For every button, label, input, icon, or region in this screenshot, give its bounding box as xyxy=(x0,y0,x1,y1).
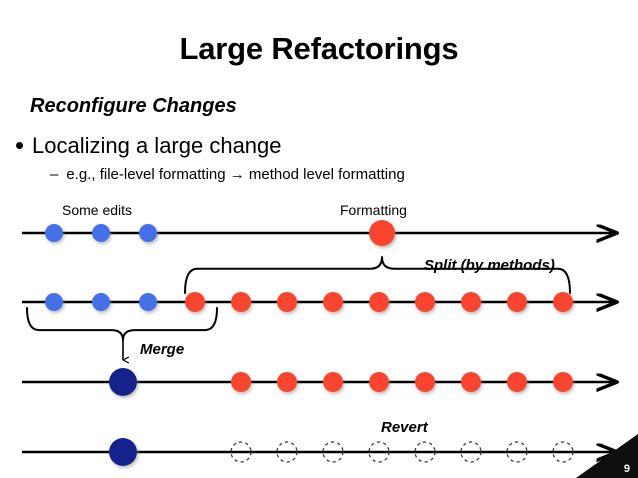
change-node-merged xyxy=(109,438,137,466)
change-node-formatting xyxy=(369,220,395,246)
change-node-edit xyxy=(45,224,63,242)
change-node-method-format xyxy=(415,292,435,312)
change-node-method-format xyxy=(277,292,297,312)
corner-triangle-shape xyxy=(576,434,638,478)
sub-bullet-item: – e.g., file-level formatting → method l… xyxy=(50,166,405,183)
page-number: 9 xyxy=(623,463,630,475)
label-some-edits: Some edits xyxy=(62,202,133,218)
change-node-method-format xyxy=(553,372,573,392)
label-revert: Revert xyxy=(381,419,428,436)
label-split: Split (by methods) xyxy=(424,257,555,274)
change-node-reverted xyxy=(414,441,436,463)
change-node-method-format xyxy=(231,292,251,312)
label-formatting: Formatting xyxy=(340,202,407,218)
dash-marker-icon: – xyxy=(50,166,59,183)
change-node-method-format xyxy=(461,372,481,392)
change-node-merged xyxy=(109,368,137,396)
change-node-reverted xyxy=(552,441,574,463)
change-node-method-format xyxy=(369,372,389,392)
page-title: Large Refactorings xyxy=(179,31,459,66)
change-node-method-format xyxy=(369,292,389,312)
change-node-method-format xyxy=(461,292,481,312)
change-node-reverted xyxy=(368,441,390,463)
change-node-edit xyxy=(92,224,110,242)
brace-merge xyxy=(26,307,218,341)
bullet-label: Localizing a large change xyxy=(32,133,282,158)
change-node-edit xyxy=(45,293,63,311)
sub-bullet-label: e.g., file-level formatting → method lev… xyxy=(66,166,405,183)
change-node-edit xyxy=(139,224,157,242)
timeline-split xyxy=(22,292,616,312)
change-node-method-format xyxy=(277,372,297,392)
change-node-reverted xyxy=(322,441,344,463)
change-node-method-format xyxy=(507,372,527,392)
page-number-corner: 9 xyxy=(576,434,638,478)
label-merge: Merge xyxy=(140,341,185,358)
change-node-edit xyxy=(92,293,110,311)
change-node-method-format xyxy=(553,292,573,312)
change-node-method-format xyxy=(415,372,435,392)
bullet-dot-icon xyxy=(16,142,23,149)
change-node-edit xyxy=(139,293,157,311)
change-node-method-format xyxy=(323,292,343,312)
change-node-method-format xyxy=(323,372,343,392)
timeline-merged xyxy=(22,368,616,396)
change-node-reverted xyxy=(506,441,528,463)
change-node-reverted xyxy=(460,441,482,463)
change-node-method-format xyxy=(507,292,527,312)
change-node-reverted xyxy=(276,441,298,463)
change-node-method-format xyxy=(231,372,251,392)
timeline-original xyxy=(22,220,616,246)
bullet-item: Localizing a large change xyxy=(16,133,282,159)
section-heading: Reconfigure Changes xyxy=(30,95,237,117)
timeline-reverted xyxy=(22,438,616,466)
change-node-reverted xyxy=(230,441,252,463)
change-node-method-format xyxy=(185,292,205,312)
